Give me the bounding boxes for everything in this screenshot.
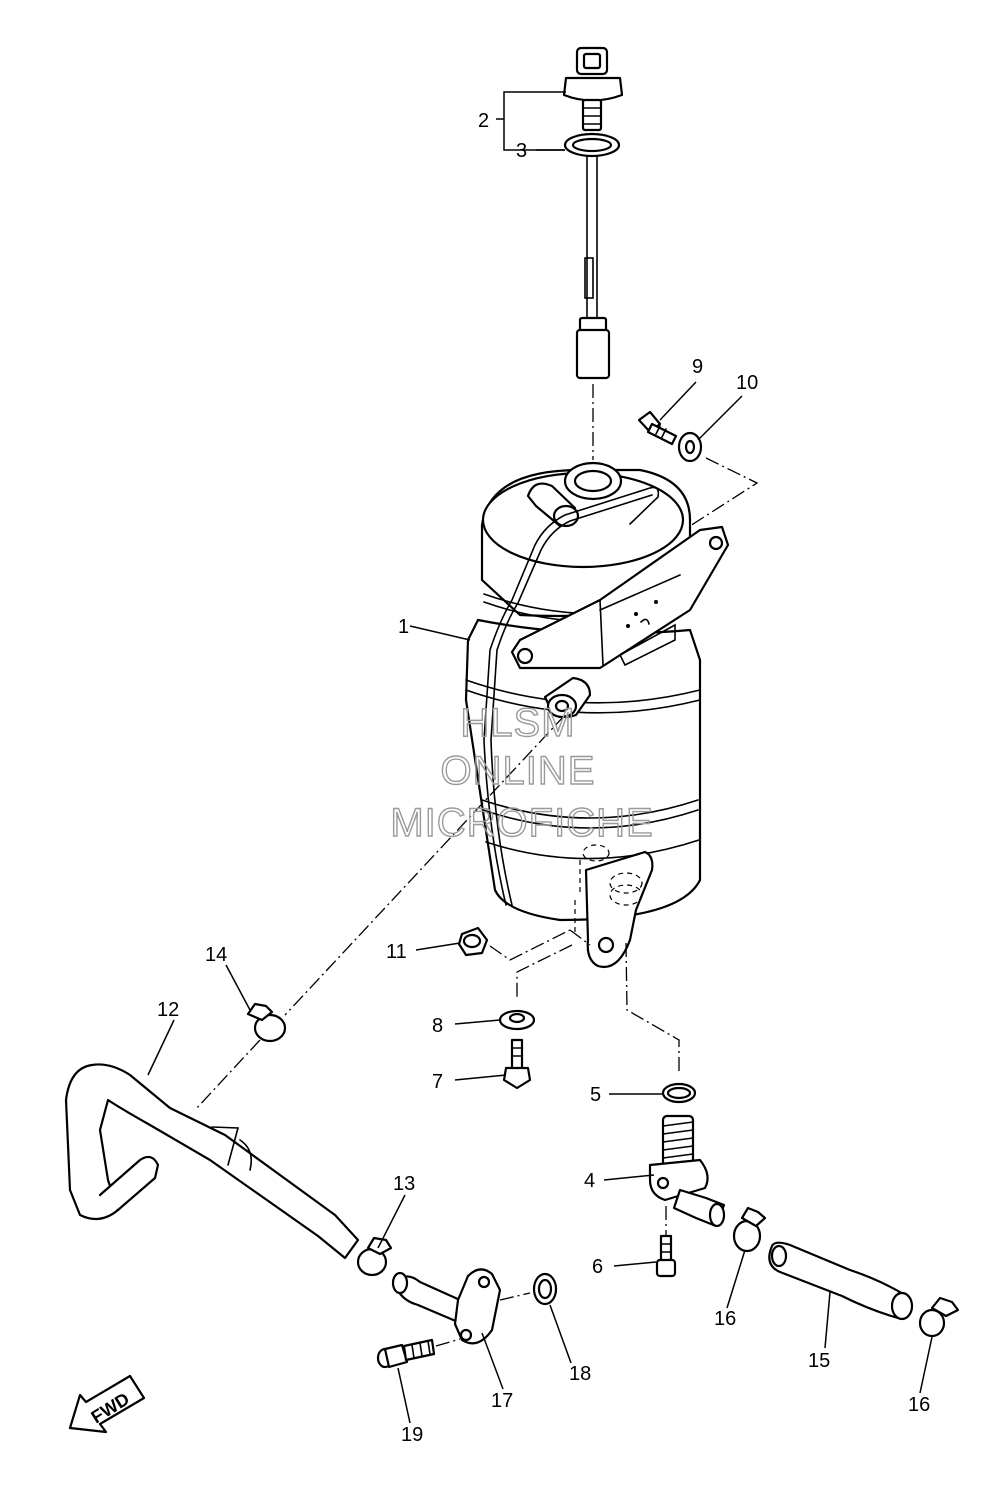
callout-18: 18 xyxy=(569,1363,591,1385)
watermark-line-1: HLSM xyxy=(460,701,575,745)
washer-8 xyxy=(498,1009,536,1031)
callout-6: 6 xyxy=(592,1256,603,1278)
callout-2: 2 xyxy=(478,110,489,132)
bolt-6 xyxy=(655,1234,677,1278)
callout-11: 11 xyxy=(386,941,407,963)
callout-13: 13 xyxy=(393,1173,415,1195)
callout-10: 10 xyxy=(736,372,758,394)
strainer-fitting-4 xyxy=(648,1114,726,1228)
watermark: HLSM ONLINE MICROFICHE xyxy=(390,700,654,845)
pipe-fitting-17 xyxy=(391,1268,502,1345)
hose-clamp-16b xyxy=(918,1296,960,1338)
callout-3: 3 xyxy=(516,140,527,162)
callout-14: 14 xyxy=(205,944,227,966)
callout-9: 9 xyxy=(692,356,703,378)
callout-16b: 16 xyxy=(908,1394,930,1416)
hose-clamp-14 xyxy=(246,1002,287,1043)
washer-10 xyxy=(677,431,703,463)
watermark-line-2: ONLINE xyxy=(441,749,596,793)
callout-12: 12 xyxy=(157,999,179,1021)
watermark-line-3: MICROFICHE xyxy=(390,801,653,845)
hose-15 xyxy=(768,1241,914,1321)
hose-12 xyxy=(64,1063,360,1260)
callout-5: 5 xyxy=(590,1084,601,1106)
callout-1: 1 xyxy=(398,616,409,638)
o-ring-5 xyxy=(661,1082,697,1104)
callout-8: 8 xyxy=(432,1015,443,1037)
hose-clamp-13 xyxy=(356,1236,393,1277)
callout-16a: 16 xyxy=(714,1308,736,1330)
bolt-7 xyxy=(502,1038,532,1090)
forward-arrow-icon: FWD xyxy=(68,1374,146,1434)
callout-4: 4 xyxy=(584,1170,595,1192)
callout-15: 15 xyxy=(808,1350,830,1372)
nut-11 xyxy=(457,926,489,957)
oil-level-sensor xyxy=(562,46,624,380)
oil-tank xyxy=(464,461,730,969)
bolt-9 xyxy=(637,410,678,446)
leader-lines xyxy=(147,91,933,1424)
hose-clamp-16a xyxy=(732,1206,767,1253)
callout-17: 17 xyxy=(491,1390,513,1412)
callout-19: 19 xyxy=(401,1424,423,1446)
bolt-19 xyxy=(376,1338,436,1369)
seal-18 xyxy=(532,1272,558,1306)
callout-7: 7 xyxy=(432,1071,443,1093)
callout-labels: 1 2 3 4 5 6 7 8 9 10 11 12 13 14 15 16 1… xyxy=(157,110,930,1446)
